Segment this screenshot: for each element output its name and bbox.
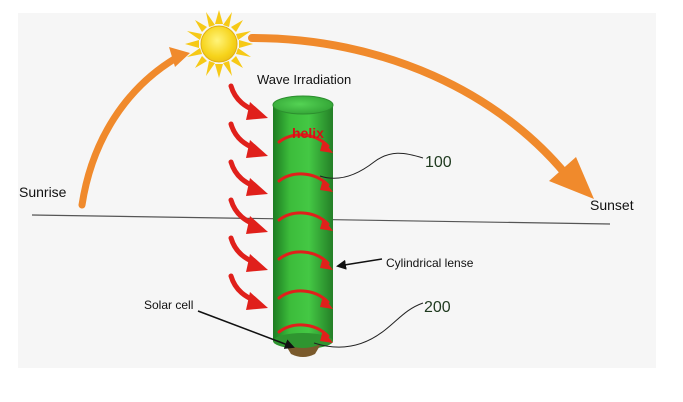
ref-number-100: 100 xyxy=(425,154,452,171)
helix-label: helix xyxy=(292,125,324,141)
helix-arrowheads xyxy=(320,140,333,343)
sunrise-label: Sunrise xyxy=(19,184,67,200)
sunset-path-arrow xyxy=(248,34,594,199)
ref-number-200: 200 xyxy=(424,299,451,316)
sunset-label: Sunset xyxy=(590,197,634,213)
solar-cell-label: Solar cell xyxy=(144,298,193,312)
leader-line-100 xyxy=(319,152,424,179)
diagram-background xyxy=(18,13,656,368)
cylindrical-lense-pointer xyxy=(336,258,383,270)
cylindrical-lense-label: Cylindrical lense xyxy=(386,256,474,270)
wave-irradiation-label: Wave Irradiation xyxy=(257,72,351,87)
leader-line-200 xyxy=(313,302,424,348)
sunrise-path-arrow xyxy=(78,47,190,209)
wave-arrowheads xyxy=(246,102,268,310)
sun-icon xyxy=(185,10,253,78)
solar-cell-pointer xyxy=(197,310,295,349)
